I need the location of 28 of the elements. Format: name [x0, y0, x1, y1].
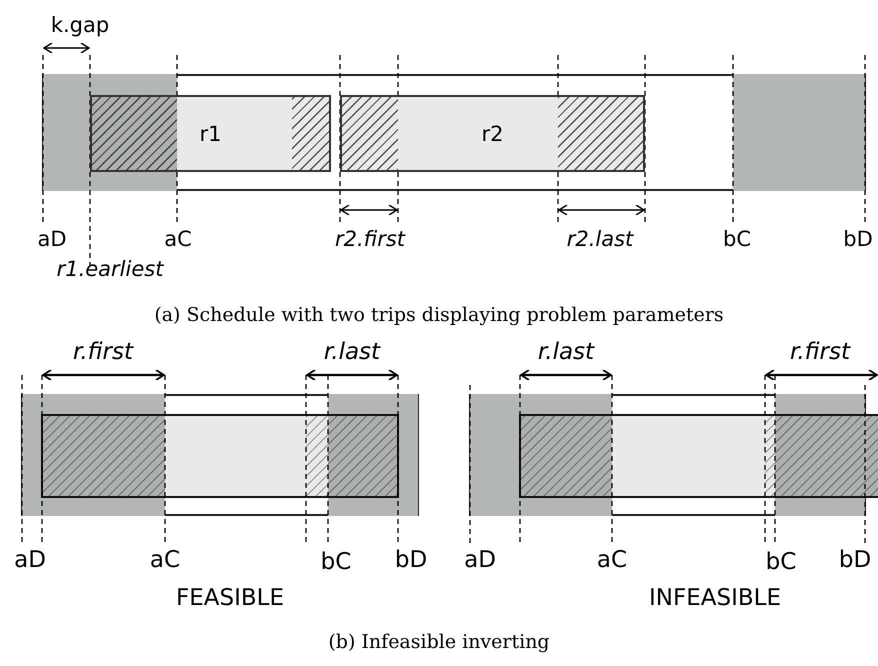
time-label: aD: [464, 548, 496, 574]
time-label: bC: [320, 550, 352, 576]
trip-bar: [90, 95, 331, 172]
status-label: INFEASIBLE: [649, 586, 781, 612]
parameter-label: r2.last: [566, 228, 634, 252]
time-label: bC: [723, 228, 751, 252]
parameter-label: r.first: [790, 340, 850, 366]
time-label: aC: [164, 228, 192, 252]
parameter-label: r2.first: [334, 228, 406, 252]
status-label: FEASIBLE: [176, 586, 284, 612]
caption-text: (b) Infeasible inverting: [328, 632, 550, 653]
parameter-label: r.first: [73, 340, 133, 366]
trip-label: r2: [482, 122, 504, 146]
time-label: aD: [14, 548, 46, 574]
parameter-label: k.gap: [50, 14, 110, 38]
caption-text: (a) Schedule with two trips displaying problem parameters: [154, 305, 724, 326]
parameter-label: r.last: [538, 340, 594, 366]
trip-label: r1: [200, 122, 222, 146]
time-label: bD: [394, 548, 428, 574]
time-label: aC: [150, 548, 180, 574]
time-label: bD: [838, 548, 872, 574]
parameter-label: r.last: [324, 340, 380, 366]
time-label: aC: [596, 548, 628, 574]
parameter-label: r1.earliest: [56, 258, 164, 282]
trip-bar: [340, 95, 645, 172]
time-label: bC: [766, 550, 796, 576]
time-label: bD: [843, 228, 873, 252]
time-label: aD: [37, 228, 67, 252]
